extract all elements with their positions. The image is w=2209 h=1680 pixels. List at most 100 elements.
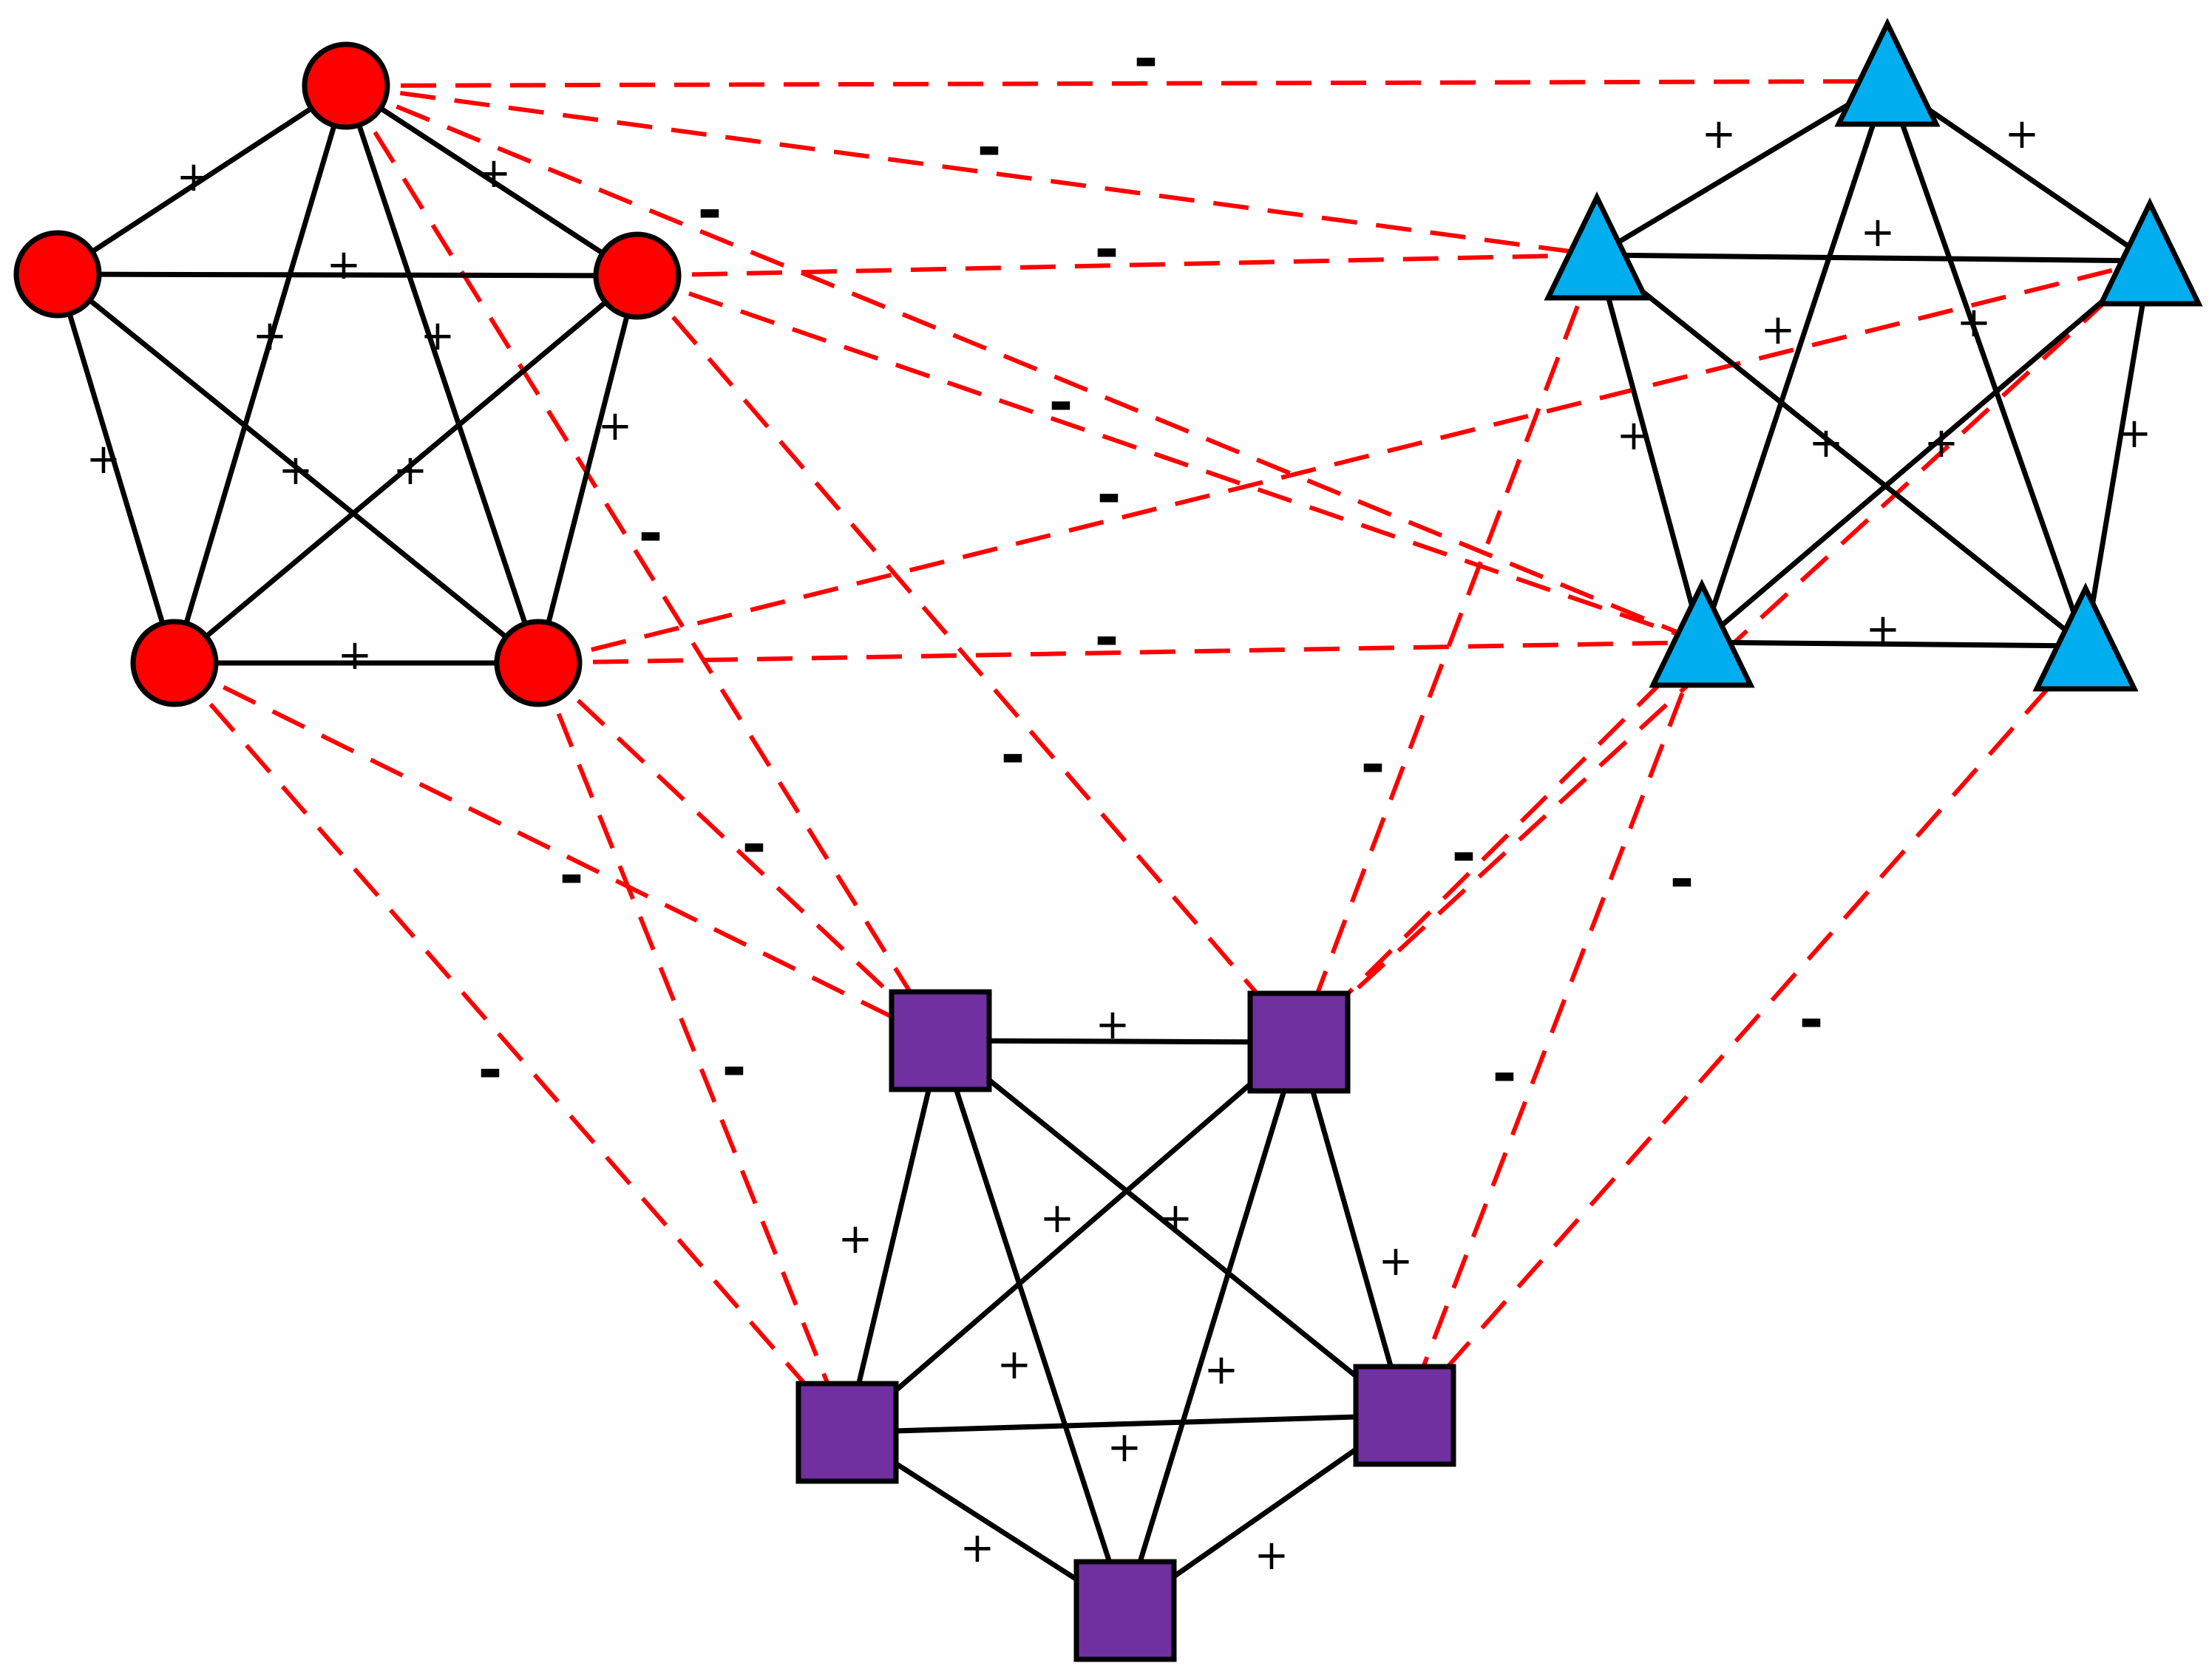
positive-edge: [1296, 1039, 1408, 1418]
positive-sign-label: +: [393, 446, 428, 494]
positive-edge: [55, 271, 177, 666]
positive-sign-label: +: [1924, 419, 1959, 467]
negative-sign-label: -: [1000, 721, 1025, 789]
triangle-node: [2032, 582, 2139, 692]
negative-sign-label: -: [1133, 24, 1158, 93]
nodes-layer: [13, 17, 2203, 1662]
negative-sign-label: -: [1360, 730, 1385, 799]
square-node: [1073, 1559, 1177, 1662]
positive-edge: [535, 273, 640, 666]
negative-sign-label: -: [1669, 845, 1694, 914]
positive-edge: [1594, 252, 2153, 264]
negative-sign-label: -: [1094, 215, 1119, 284]
positive-sign-label: +: [2005, 110, 2040, 158]
positive-sign-label: +: [327, 241, 362, 289]
negative-edge: [537, 259, 2151, 665]
negative-sign-label: -: [1492, 1039, 1516, 1108]
positive-sign-label: +: [1255, 1531, 1289, 1579]
positive-sign-label: +: [1040, 1194, 1075, 1242]
circle-node: [302, 41, 390, 130]
positive-edge: [1884, 78, 2088, 649]
positive-sign-label: +: [279, 446, 313, 494]
negative-edges-layer: [172, 79, 2152, 1434]
positive-sign-label: +: [253, 312, 288, 360]
negative-sign-label: -: [1096, 460, 1121, 529]
negative-edge: [345, 84, 1598, 257]
negative-sign-label: -: [559, 841, 583, 910]
positive-sign-label: +: [1379, 1237, 1414, 1285]
negative-sign-label: -: [1048, 368, 1073, 437]
positive-sign-label: +: [1761, 306, 1796, 354]
positive-edge: [172, 273, 640, 666]
negative-edge: [1402, 645, 2088, 1417]
triangle-node: [1834, 17, 1941, 127]
positive-edge: [1699, 639, 2088, 649]
positive-edge: [55, 83, 349, 277]
positive-sign-label: +: [1809, 419, 1844, 467]
positive-sign-label: +: [1204, 1346, 1239, 1394]
negative-sign-label: -: [1799, 985, 1823, 1054]
circle-node: [494, 619, 583, 707]
triangle-node: [1649, 578, 1755, 688]
negative-edge: [344, 84, 943, 1042]
negative-sign-label: -: [722, 1033, 746, 1102]
negative-edge: [172, 662, 849, 1434]
circle-node: [593, 231, 682, 320]
positive-sign-label: +: [1158, 1194, 1193, 1242]
square-node: [889, 989, 992, 1092]
positive-edges-layer: [55, 78, 2153, 1613]
positive-edge: [937, 1038, 1408, 1418]
positive-edge: [55, 271, 640, 279]
negative-edge: [637, 273, 1703, 645]
positive-sign-label: +: [86, 435, 121, 483]
positive-sign-label: +: [1107, 1424, 1142, 1472]
negative-edge: [637, 253, 1598, 278]
circle-node: [13, 230, 102, 319]
negative-edge: [1297, 640, 1704, 1044]
positive-sign-label: +: [1702, 110, 1737, 158]
negative-edge: [173, 661, 942, 1043]
negative-edge: [537, 640, 1703, 665]
negative-sign-label: -: [638, 499, 662, 568]
positive-sign-label: +: [960, 1524, 995, 1572]
negative-sign-label: -: [697, 176, 722, 245]
negative-edge: [536, 662, 849, 1434]
positive-sign-label: +: [1866, 605, 1901, 653]
positive-sign-label: +: [477, 149, 512, 197]
negative-sign-label: -: [977, 113, 1001, 182]
positive-edge: [172, 83, 349, 666]
positive-edge: [1594, 252, 2088, 649]
positive-sign-label: +: [598, 402, 633, 450]
positive-edge: [1594, 252, 1705, 645]
positive-edge: [844, 1039, 1302, 1435]
positive-sign-label: +: [1096, 1001, 1130, 1049]
positive-edge: [937, 1038, 1302, 1045]
edge-sign-labels-layer: ++++++++++++++++++++++++++++++----------…: [86, 24, 2152, 1579]
positive-sign-label: +: [997, 1341, 1032, 1389]
positive-sign-label: +: [1861, 208, 1896, 256]
negative-edge: [345, 84, 1703, 645]
negative-edge: [536, 661, 943, 1043]
positive-sign-label: +: [177, 153, 211, 201]
triangle-node: [2097, 197, 2203, 307]
triangle-node: [1544, 191, 1650, 301]
positive-edge: [844, 1412, 1408, 1435]
negative-edge: [1297, 254, 1599, 1044]
positive-edge: [55, 271, 541, 666]
positive-sign-label: +: [338, 631, 373, 679]
negative-sign-label: -: [742, 810, 766, 879]
positive-sign-label: +: [1617, 412, 1652, 460]
circle-node: [130, 619, 219, 707]
square-node: [1353, 1364, 1456, 1467]
square-node: [795, 1381, 899, 1484]
positive-edge: [1122, 1039, 1302, 1613]
positive-edge: [343, 83, 541, 666]
positive-edge: [937, 1038, 1128, 1613]
positive-edge: [1699, 78, 1890, 645]
square-node: [1247, 990, 1351, 1094]
positive-sign-label: +: [2117, 409, 2152, 458]
positive-edge: [2083, 258, 2153, 649]
negative-sign-label: -: [1451, 819, 1476, 888]
